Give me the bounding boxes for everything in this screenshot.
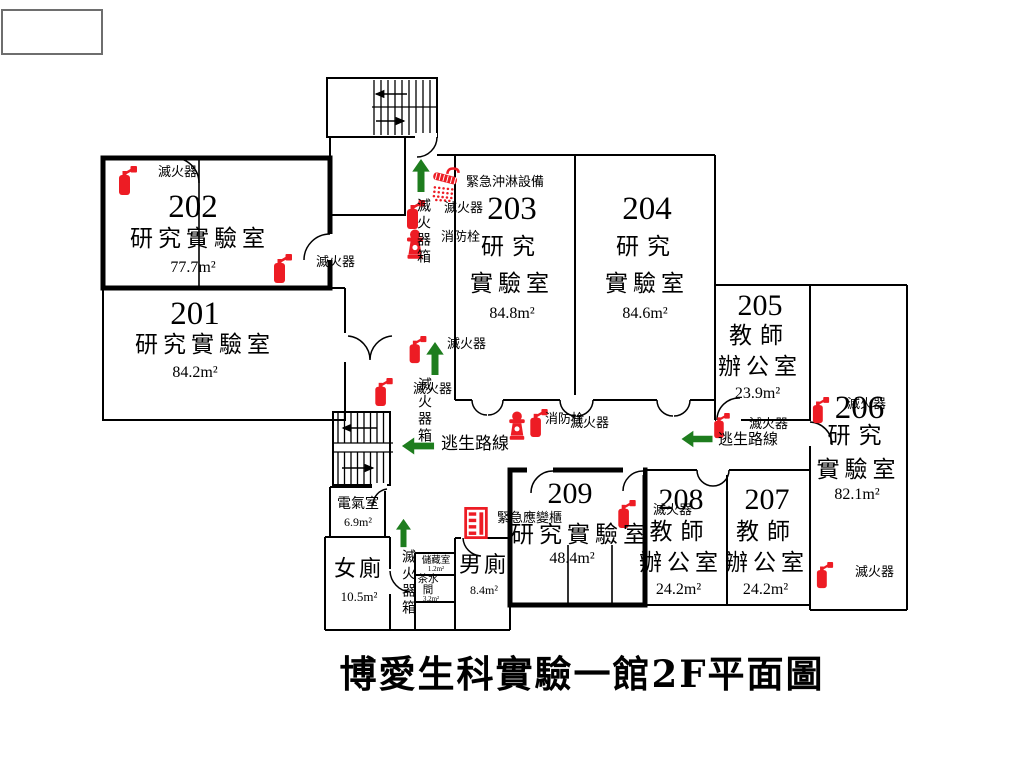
page-title: 博愛生科實驗一館2F平面圖 (339, 652, 825, 696)
room-204-name-line2: 實驗室 (605, 271, 689, 297)
room-203-name-line1: 研究 (481, 234, 543, 260)
room-207-name-line1: 教師 (736, 519, 798, 545)
extinguisher-box-vertical-label: 滅火器箱 (400, 549, 416, 617)
storage-room-name: 儲藏室 (421, 555, 451, 566)
room-201-area: 84.2m² (172, 364, 218, 381)
room-205-name-line2: 辦公室 (718, 354, 802, 380)
extinguisher-label: 滅火器 (855, 565, 895, 580)
escape-arrow-left-icon (681, 430, 713, 448)
storage-room-area: 1.2m² (427, 565, 445, 573)
extinguisher-label: 滅火器 (447, 337, 487, 352)
fire-extinguisher-icon (273, 254, 293, 284)
room-205-area: 23.9m² (734, 385, 781, 402)
room-204-area: 84.6m² (622, 305, 668, 322)
fire-extinguisher-icon (374, 378, 394, 407)
extinguisher-label: 滅火器 (570, 416, 610, 431)
extinguisher-label: 滅火器 (653, 503, 693, 518)
highlighted-room-walls (100, 155, 648, 608)
womens-toilet-name: 女廁 (333, 557, 384, 582)
room-209-number: 209 (547, 477, 593, 510)
room-202-area: 77.7m² (170, 259, 216, 276)
extinguisher-label: 滅火器 (444, 201, 484, 216)
extinguisher-box-vertical-label: 滅火器箱 (416, 377, 432, 445)
room-207-number: 207 (744, 483, 790, 516)
extinguisher-label: 滅火器 (316, 255, 356, 270)
escape-route-label: 逃生路線 (718, 430, 779, 448)
pantry-area: 3.2m² (422, 595, 440, 603)
mens-toilet-area: 8.4m² (470, 583, 498, 597)
fire-hydrant-icon (509, 411, 525, 440)
womens-toilet-area: 10.5m² (340, 589, 378, 604)
room-203-number: 203 (487, 191, 537, 227)
extinguisher-label: 滅火器 (847, 397, 887, 412)
room-202-name: 研究實驗室 (130, 226, 270, 252)
shower-label: 緊急沖淋設備 (466, 175, 545, 190)
fire-extinguisher-icon (408, 336, 428, 364)
hydrant-label: 消防栓 (441, 230, 481, 245)
hydrant-label: 消防栓 (545, 412, 585, 427)
room-207-area: 24.2m² (742, 581, 789, 598)
room-206-number: 206 (834, 390, 885, 426)
fire-extinguisher-icon (118, 166, 138, 196)
door-arcs (173, 136, 833, 593)
room-203-name-line2: 實驗室 (470, 271, 554, 297)
extinguisher-box-vertical-label: 滅火器箱 (415, 198, 431, 266)
room-203-area: 84.8m² (489, 305, 535, 322)
door-openings (326, 133, 815, 594)
room-205-name-line1: 教師 (729, 323, 791, 349)
room-205-number: 205 (737, 289, 783, 322)
stair-direction-arrows (341, 89, 407, 473)
room-208-number: 208 (658, 483, 704, 516)
escape-arrow-up-icon (412, 159, 430, 192)
emergency-cabinet-label: 緊急應變櫃 (497, 511, 563, 526)
room-209-area: 48.4m² (549, 550, 595, 567)
room-204-number: 204 (622, 191, 672, 227)
extinguisher-label: 滅火器 (749, 417, 789, 432)
escape-arrow-up-icon (426, 342, 444, 375)
room-201-number: 201 (170, 296, 220, 332)
room-209-name: 研究實驗室 (511, 522, 651, 548)
room-206-name-line1: 研究 (827, 423, 890, 449)
room-207-name-line2: 辦公室 (725, 550, 809, 576)
electrical-room-area: 6.9m² (344, 515, 372, 529)
room-204-name-line1: 研究 (616, 234, 678, 260)
electrical-room-name: 電氣室 (337, 496, 379, 512)
room-208-name-line1: 教師 (649, 519, 712, 545)
room-206-name-line2: 實驗室 (816, 457, 901, 483)
pantry-name: 茶水間 (417, 573, 439, 597)
room-201-name: 研究實驗室 (135, 332, 275, 358)
escape-route-label: 逃生路線 (441, 434, 509, 454)
legend-box (1, 9, 103, 55)
room-208-name-line2: 辦公室 (639, 550, 723, 576)
room-202-number: 202 (168, 189, 218, 225)
fire-extinguisher-icon (815, 562, 835, 589)
room-208-area: 24.2m² (655, 581, 702, 598)
room-206-area: 82.1m² (834, 486, 880, 503)
emergency-cabinet-icon (464, 507, 488, 539)
escape-arrow-up-icon (396, 518, 411, 548)
extinguisher-label: 滅火器 (158, 165, 198, 180)
mens-toilet-name: 男廁 (458, 553, 509, 578)
extinguisher-label: 滅火器 (413, 382, 453, 397)
